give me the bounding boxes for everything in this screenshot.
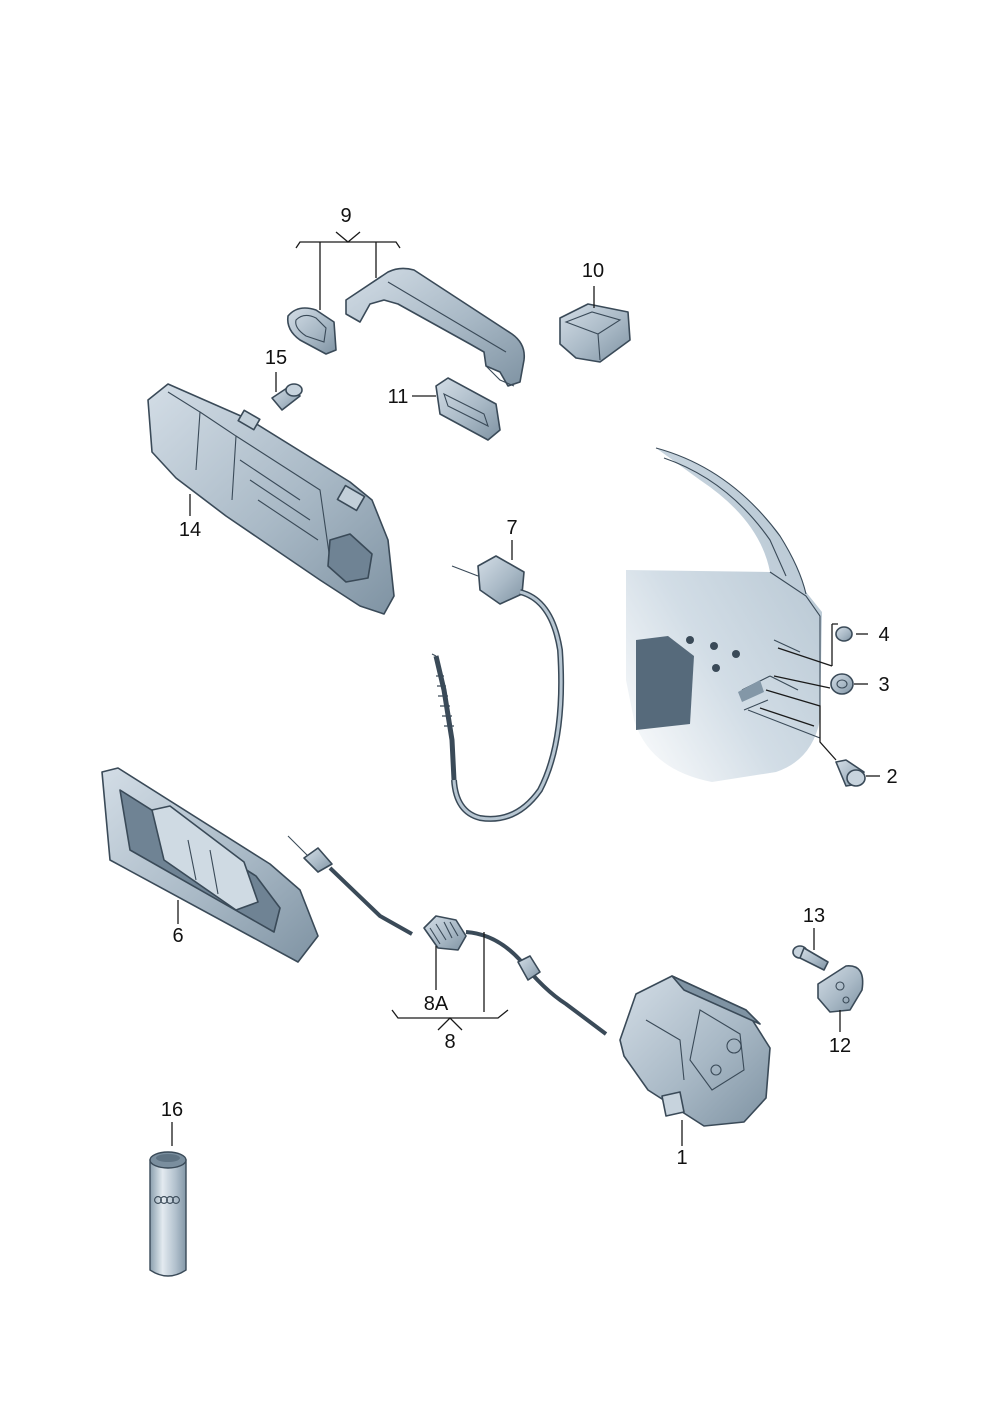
callout-11: 11 xyxy=(388,386,409,408)
handle-seal-rear xyxy=(435,377,501,441)
callout-10: 10 xyxy=(582,260,604,282)
lubricant-can-16 xyxy=(149,1151,187,1277)
handle-carrier-bracket xyxy=(147,383,395,615)
callout-2: 2 xyxy=(886,766,897,788)
release-cable-7 xyxy=(431,555,565,822)
door-panel xyxy=(626,447,822,782)
callout-12: 12 xyxy=(829,1035,851,1057)
inner-release-cable-8 xyxy=(287,835,608,1036)
leaders-2-3-4 xyxy=(759,623,880,777)
handle-seal-front xyxy=(286,307,337,355)
grommet-4 xyxy=(835,626,853,642)
callout-9: 9 xyxy=(340,205,351,227)
callout-1: 1 xyxy=(676,1147,687,1169)
callout-3: 3 xyxy=(878,674,889,696)
striker-plate-12 xyxy=(817,965,864,1013)
callout-6: 6 xyxy=(172,925,183,947)
bracket-8-leader xyxy=(391,932,509,1031)
callout-14: 14 xyxy=(179,519,201,541)
mounting-screw-15 xyxy=(271,383,303,411)
bracket-9-leader xyxy=(295,231,401,310)
outer-door-handle xyxy=(345,267,526,387)
bolt-2 xyxy=(835,759,866,787)
callout-7: 7 xyxy=(506,517,517,539)
callout-4: 4 xyxy=(878,624,889,646)
four-rings-logo xyxy=(154,1196,180,1204)
inner-door-handle xyxy=(101,767,319,963)
screw-13 xyxy=(792,945,829,971)
callout-8a: 8A xyxy=(424,993,449,1015)
callout-16: 16 xyxy=(161,1099,183,1121)
handle-cap xyxy=(559,303,631,363)
callout-8: 8 xyxy=(444,1031,455,1053)
door-lock-actuator xyxy=(619,975,771,1127)
washer-3 xyxy=(830,673,854,695)
callout-15: 15 xyxy=(265,347,287,369)
callout-13: 13 xyxy=(803,905,825,927)
